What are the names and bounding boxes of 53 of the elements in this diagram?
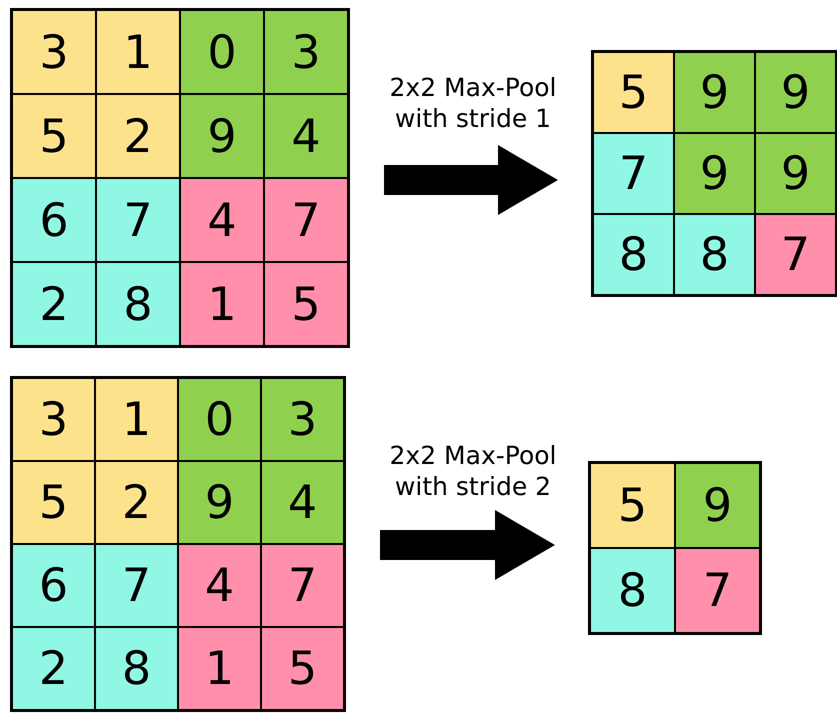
grid-cell: 7 <box>261 544 344 627</box>
grid-cell: 8 <box>674 214 755 295</box>
grid-cell: 2 <box>12 262 96 346</box>
grid-cell: 3 <box>12 378 95 461</box>
grid-box <box>10 8 350 348</box>
grid-cell: 7 <box>95 544 178 627</box>
grid-cell: 3 <box>12 10 96 94</box>
grid-cell: 9 <box>674 52 755 133</box>
grid-cell: 7 <box>755 214 836 295</box>
grid-cell: 5 <box>12 94 96 178</box>
arrow <box>380 510 555 580</box>
grid-cell: 3 <box>261 378 344 461</box>
grid-cell: 2 <box>96 94 180 178</box>
grid-box <box>10 376 346 712</box>
grid-cell: 4 <box>264 94 348 178</box>
grid-cell: 9 <box>755 133 836 214</box>
grid-cell: 8 <box>590 548 675 633</box>
grid-cell: 4 <box>180 178 264 262</box>
grid-cell: 1 <box>96 10 180 94</box>
grid-cell: 9 <box>674 133 755 214</box>
grid-cell: 0 <box>180 10 264 94</box>
grid-cell: 1 <box>178 627 261 710</box>
grid-cell: 8 <box>96 262 180 346</box>
grid-cell: 9 <box>178 461 261 544</box>
grid-cell: 5 <box>12 461 95 544</box>
edge-label: 2x2 Max-Pool with stride 2 <box>388 440 558 502</box>
grid-cell: 2 <box>12 627 95 710</box>
grid-box <box>591 50 837 297</box>
grid-cell: 7 <box>675 548 760 633</box>
grid-cell: 8 <box>593 214 674 295</box>
grid-cell: 7 <box>264 178 348 262</box>
grid-box <box>588 461 762 635</box>
grid-cell: 7 <box>96 178 180 262</box>
grid-cell: 6 <box>12 544 95 627</box>
grid-cell: 9 <box>675 463 760 548</box>
grid-cell: 8 <box>95 627 178 710</box>
grid-cell: 4 <box>261 461 344 544</box>
grid-cell: 4 <box>178 544 261 627</box>
grid-cell: 5 <box>590 463 675 548</box>
grid-cell: 0 <box>178 378 261 461</box>
grid-cell: 9 <box>755 52 836 133</box>
grid-cell: 6 <box>12 178 96 262</box>
grid-cell: 5 <box>261 627 344 710</box>
grid-cell: 1 <box>95 378 178 461</box>
grid-cell: 2 <box>95 461 178 544</box>
grid-cell: 5 <box>264 262 348 346</box>
grid-cell: 5 <box>593 52 674 133</box>
grid-cell: 9 <box>180 94 264 178</box>
grid-cell: 1 <box>180 262 264 346</box>
arrow <box>384 145 558 215</box>
grid-cell: 3 <box>264 10 348 94</box>
grid-cell: 7 <box>593 133 674 214</box>
edge-label: 2x2 Max-Pool with stride 1 <box>388 72 558 134</box>
